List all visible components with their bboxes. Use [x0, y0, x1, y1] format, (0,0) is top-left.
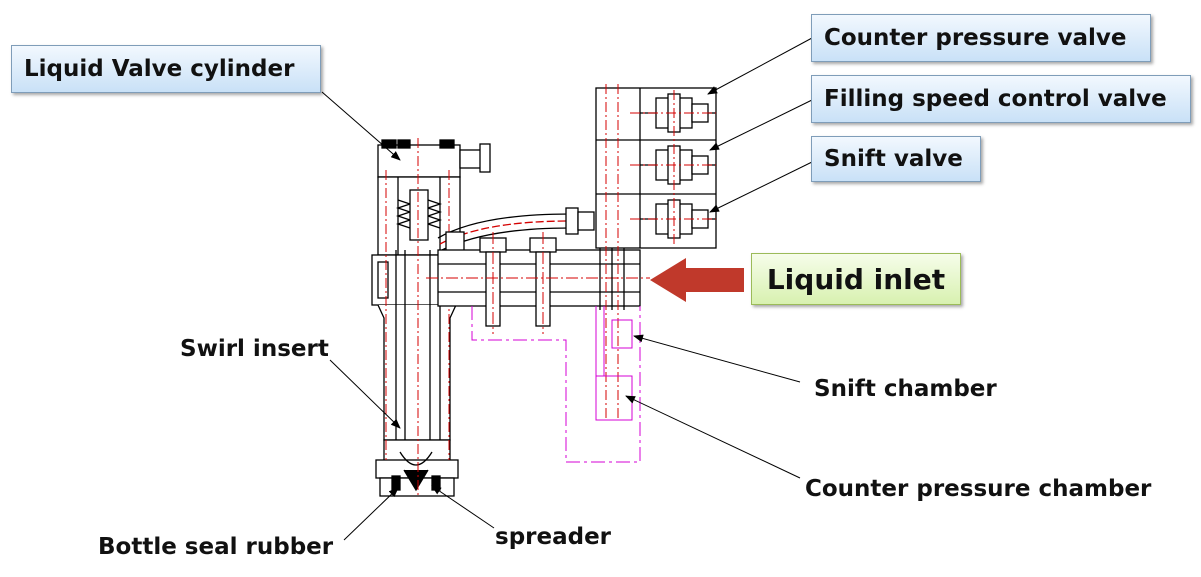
label-swirl-insert: Swirl insert: [180, 336, 329, 362]
label-spreader: spreader: [495, 524, 612, 550]
inlet-manifold: [437, 237, 641, 327]
label-counter-pressure-chamber: Counter pressure chamber: [805, 476, 1152, 502]
label-liquid-inlet: Liquid inlet: [751, 253, 961, 305]
leader-bottle-seal-rubber: [343, 487, 399, 541]
leader-counter-pressure-chamber: [625, 395, 801, 479]
chamber-outlines: [471, 306, 641, 463]
leader-swirl-insert: [329, 359, 401, 429]
label-liquid-valve-cylinder: Liquid Valve cylinder: [11, 45, 321, 93]
label-snift-valve: Snift valve: [811, 136, 981, 182]
manifold-centerline: [426, 232, 650, 334]
label-filling-speed-control-valve: Filling speed control valve: [811, 75, 1191, 123]
label-counter-pressure-valve: Counter pressure valve: [811, 14, 1151, 62]
leader-snift-chamber: [633, 334, 801, 383]
counter-pressure-chamber-shape: [595, 375, 633, 421]
leader-counter-pressure-valve: [707, 37, 813, 95]
leader-snift-valve: [709, 161, 813, 213]
cylinder-centerlines: [385, 138, 450, 498]
leader-spreader: [431, 485, 495, 529]
label-bottle-seal-rubber: Bottle seal rubber: [98, 534, 334, 560]
leader-lines: [321, 37, 813, 541]
snift-chamber-shape: [611, 319, 633, 349]
leader-filling-speed-valve: [709, 99, 813, 151]
leader-liquid-valve-cylinder: [321, 91, 401, 161]
valve-block-centerlines: [605, 84, 716, 420]
liquid-inlet-arrow: [650, 258, 744, 302]
connecting-hose: [437, 207, 595, 253]
label-snift-chamber: Snift chamber: [814, 376, 997, 402]
